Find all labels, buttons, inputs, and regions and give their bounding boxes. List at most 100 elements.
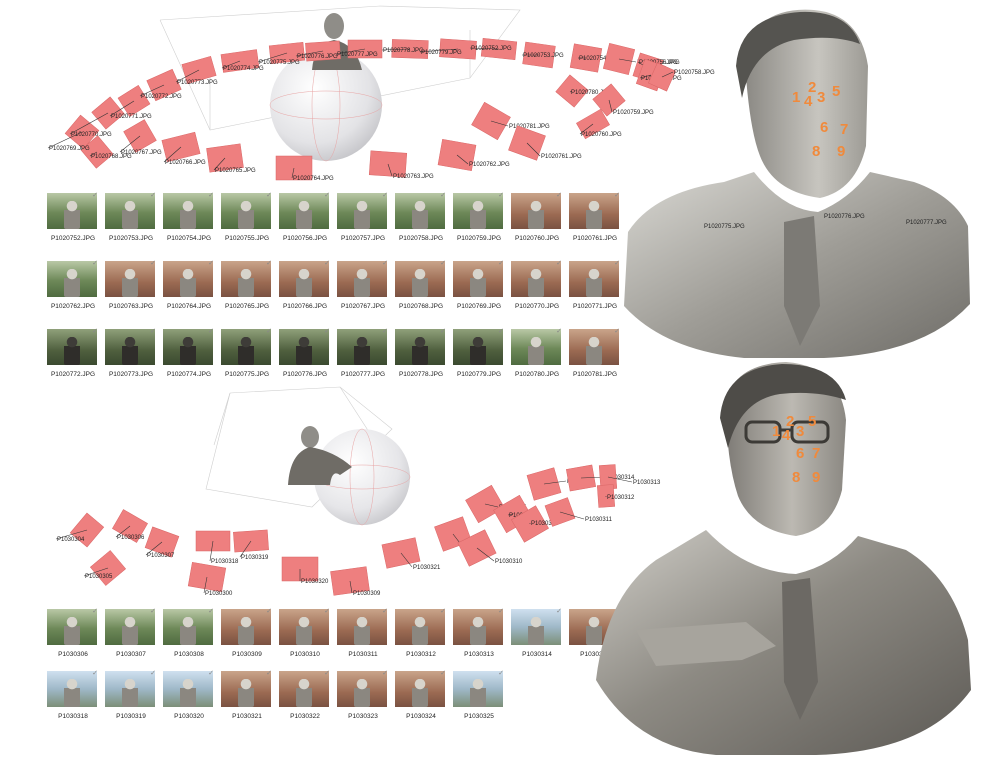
thumbnail-item[interactable]: ✓P1030308 [160, 607, 218, 661]
check-icon[interactable]: ✓ [614, 328, 620, 335]
thumbnail-item[interactable]: ✓P1020760.JPG [508, 191, 566, 245]
thumbnail-item[interactable]: ✓P1030313 [450, 607, 508, 661]
thumbnail-item[interactable]: ✓P1020752.JPG [44, 191, 102, 245]
check-icon[interactable]: ✓ [440, 608, 446, 615]
check-icon[interactable]: ✓ [498, 670, 504, 677]
thumbnail-item[interactable]: ✓P1030312 [392, 607, 450, 661]
check-icon[interactable]: ✓ [92, 328, 98, 335]
thumbnail-item[interactable]: ✓P1020774.JPG [160, 327, 218, 381]
thumbnail-item[interactable]: ✓P1020772.JPG [44, 327, 102, 381]
thumbnail-item[interactable]: ✓P1020754.JPG [160, 191, 218, 245]
check-icon[interactable]: ✓ [440, 192, 446, 199]
check-icon[interactable]: ✓ [382, 192, 388, 199]
check-icon[interactable]: ✓ [498, 328, 504, 335]
check-icon[interactable]: ✓ [440, 328, 446, 335]
thumbnail-item[interactable]: ✓P1020763.JPG [102, 259, 160, 313]
thumbnail-item[interactable]: ✓P1020781.JPG [566, 327, 624, 381]
check-icon[interactable]: ✓ [92, 260, 98, 267]
check-icon[interactable]: ✓ [150, 192, 156, 199]
thumbnail-item[interactable]: ✓P1020762.JPG [44, 259, 102, 313]
check-icon[interactable]: ✓ [440, 670, 446, 677]
check-icon[interactable]: ✓ [556, 608, 562, 615]
thumbnail-item[interactable]: ✓P1020771.JPG [566, 259, 624, 313]
thumbnail-item[interactable]: ✓P1020753.JPG [102, 191, 160, 245]
check-icon[interactable]: ✓ [382, 670, 388, 677]
thumbnail-item[interactable]: ✓P1030324 [392, 669, 450, 723]
check-icon[interactable]: ✓ [556, 328, 562, 335]
check-icon[interactable]: ✓ [92, 192, 98, 199]
check-icon[interactable]: ✓ [324, 328, 330, 335]
landmark-7: 7 [840, 121, 848, 138]
check-icon[interactable]: ✓ [150, 328, 156, 335]
thumbnail-item[interactable]: ✓ P1020780.JPG [508, 327, 566, 381]
check-icon[interactable]: ✓ [440, 260, 446, 267]
thumbnail-item[interactable]: ✓P1020777.JPG [334, 327, 392, 381]
check-icon[interactable]: ✓ [324, 260, 330, 267]
thumbnail-item[interactable]: ✓P1030325 [450, 669, 508, 723]
thumbnail-item[interactable]: ✓P1020768.JPG [392, 259, 450, 313]
thumbnail-item[interactable]: ✓P1020755.JPG [218, 191, 276, 245]
thumbnail-item[interactable]: ✓P1030323 [334, 669, 392, 723]
thumbnail-item[interactable]: ✓P1030307 [102, 607, 160, 661]
thumbnail-item[interactable]: ✓P1030318 [44, 669, 102, 723]
thumbnail-item[interactable]: ✓P1020759.JPG [450, 191, 508, 245]
thumbnail-item[interactable]: ✓P1020767.JPG [334, 259, 392, 313]
statue-thumb-shape [64, 617, 80, 645]
thumbnail-label: P1020757.JPG [340, 235, 386, 242]
thumbnail-item[interactable]: ✓P1030319 [102, 669, 160, 723]
thumbnail-item[interactable]: ✓P1020779.JPG [450, 327, 508, 381]
check-icon[interactable]: ✓ [266, 670, 272, 677]
check-icon[interactable]: ✓ [208, 328, 214, 335]
camera-frustum: P1020758.JPG [648, 62, 715, 92]
thumbnail-item[interactable]: ✓P1030320 [160, 669, 218, 723]
check-icon[interactable]: ✓ [266, 192, 272, 199]
statue-thumb-shape [412, 337, 428, 365]
thumbnail-item[interactable]: ✓P1020769.JPG [450, 259, 508, 313]
check-icon[interactable]: ✓ [324, 608, 330, 615]
thumbnail-item[interactable]: ✓P1030321 [218, 669, 276, 723]
thumbnail-item[interactable]: ✓P1030311 [334, 607, 392, 661]
check-icon[interactable]: ✓ [556, 260, 562, 267]
check-icon[interactable]: ✓ [208, 260, 214, 267]
check-icon[interactable]: ✓ [92, 608, 98, 615]
check-icon[interactable]: ✓ [150, 260, 156, 267]
check-icon[interactable]: ✓ [382, 260, 388, 267]
thumbnail-item[interactable]: ✓P1030310 [276, 607, 334, 661]
check-icon[interactable]: ✓ [382, 328, 388, 335]
thumbnail-item[interactable]: ✓P1020761.JPG [566, 191, 624, 245]
check-icon[interactable]: ✓ [498, 608, 504, 615]
check-icon[interactable]: ✓ [614, 260, 620, 267]
thumbnail-item[interactable]: ✓P1030309 [218, 607, 276, 661]
thumbnail-item[interactable]: ✓P1020764.JPG [160, 259, 218, 313]
check-icon[interactable]: ✓ [382, 608, 388, 615]
check-icon[interactable]: ✓ [324, 192, 330, 199]
thumbnail-item[interactable]: ✓P1020778.JPG [392, 327, 450, 381]
check-icon[interactable]: ✓ [324, 670, 330, 677]
thumbnail-item[interactable]: ✓P1030306 [44, 607, 102, 661]
check-icon[interactable]: ✓ [208, 670, 214, 677]
thumbnail-item[interactable]: ✓P1020765.JPG [218, 259, 276, 313]
thumbnail-item[interactable]: ✓P1030314 [508, 607, 566, 661]
check-icon[interactable]: ✓ [266, 608, 272, 615]
thumbnail-item[interactable]: ✓P1020775.JPG [218, 327, 276, 381]
thumbnail-item[interactable]: ✓P1020776.JPG [276, 327, 334, 381]
thumbnail-label: P1020780.JPG [514, 371, 560, 378]
check-icon[interactable]: ✓ [150, 670, 156, 677]
check-icon[interactable]: ✓ [208, 192, 214, 199]
check-icon[interactable]: ✓ [266, 260, 272, 267]
thumbnail-item[interactable]: ✓ P1020757.JPG [334, 191, 392, 245]
thumbnail-item[interactable]: ✓P1020766.JPG [276, 259, 334, 313]
check-icon[interactable]: ✓ [208, 608, 214, 615]
check-icon[interactable]: ✓ [614, 192, 620, 199]
check-icon[interactable]: ✓ [556, 192, 562, 199]
thumbnail-item[interactable]: ✓P1020773.JPG [102, 327, 160, 381]
check-icon[interactable]: ✓ [266, 328, 272, 335]
check-icon[interactable]: ✓ [92, 670, 98, 677]
thumbnail-item[interactable]: ✓P1020758.JPG [392, 191, 450, 245]
check-icon[interactable]: ✓ [498, 260, 504, 267]
thumbnail-item[interactable]: ✓P1020770.JPG [508, 259, 566, 313]
thumbnail-item[interactable]: ✓P1020756.JPG [276, 191, 334, 245]
check-icon[interactable]: ✓ [150, 608, 156, 615]
check-icon[interactable]: ✓ [498, 192, 504, 199]
thumbnail-item[interactable]: ✓P1030322 [276, 669, 334, 723]
